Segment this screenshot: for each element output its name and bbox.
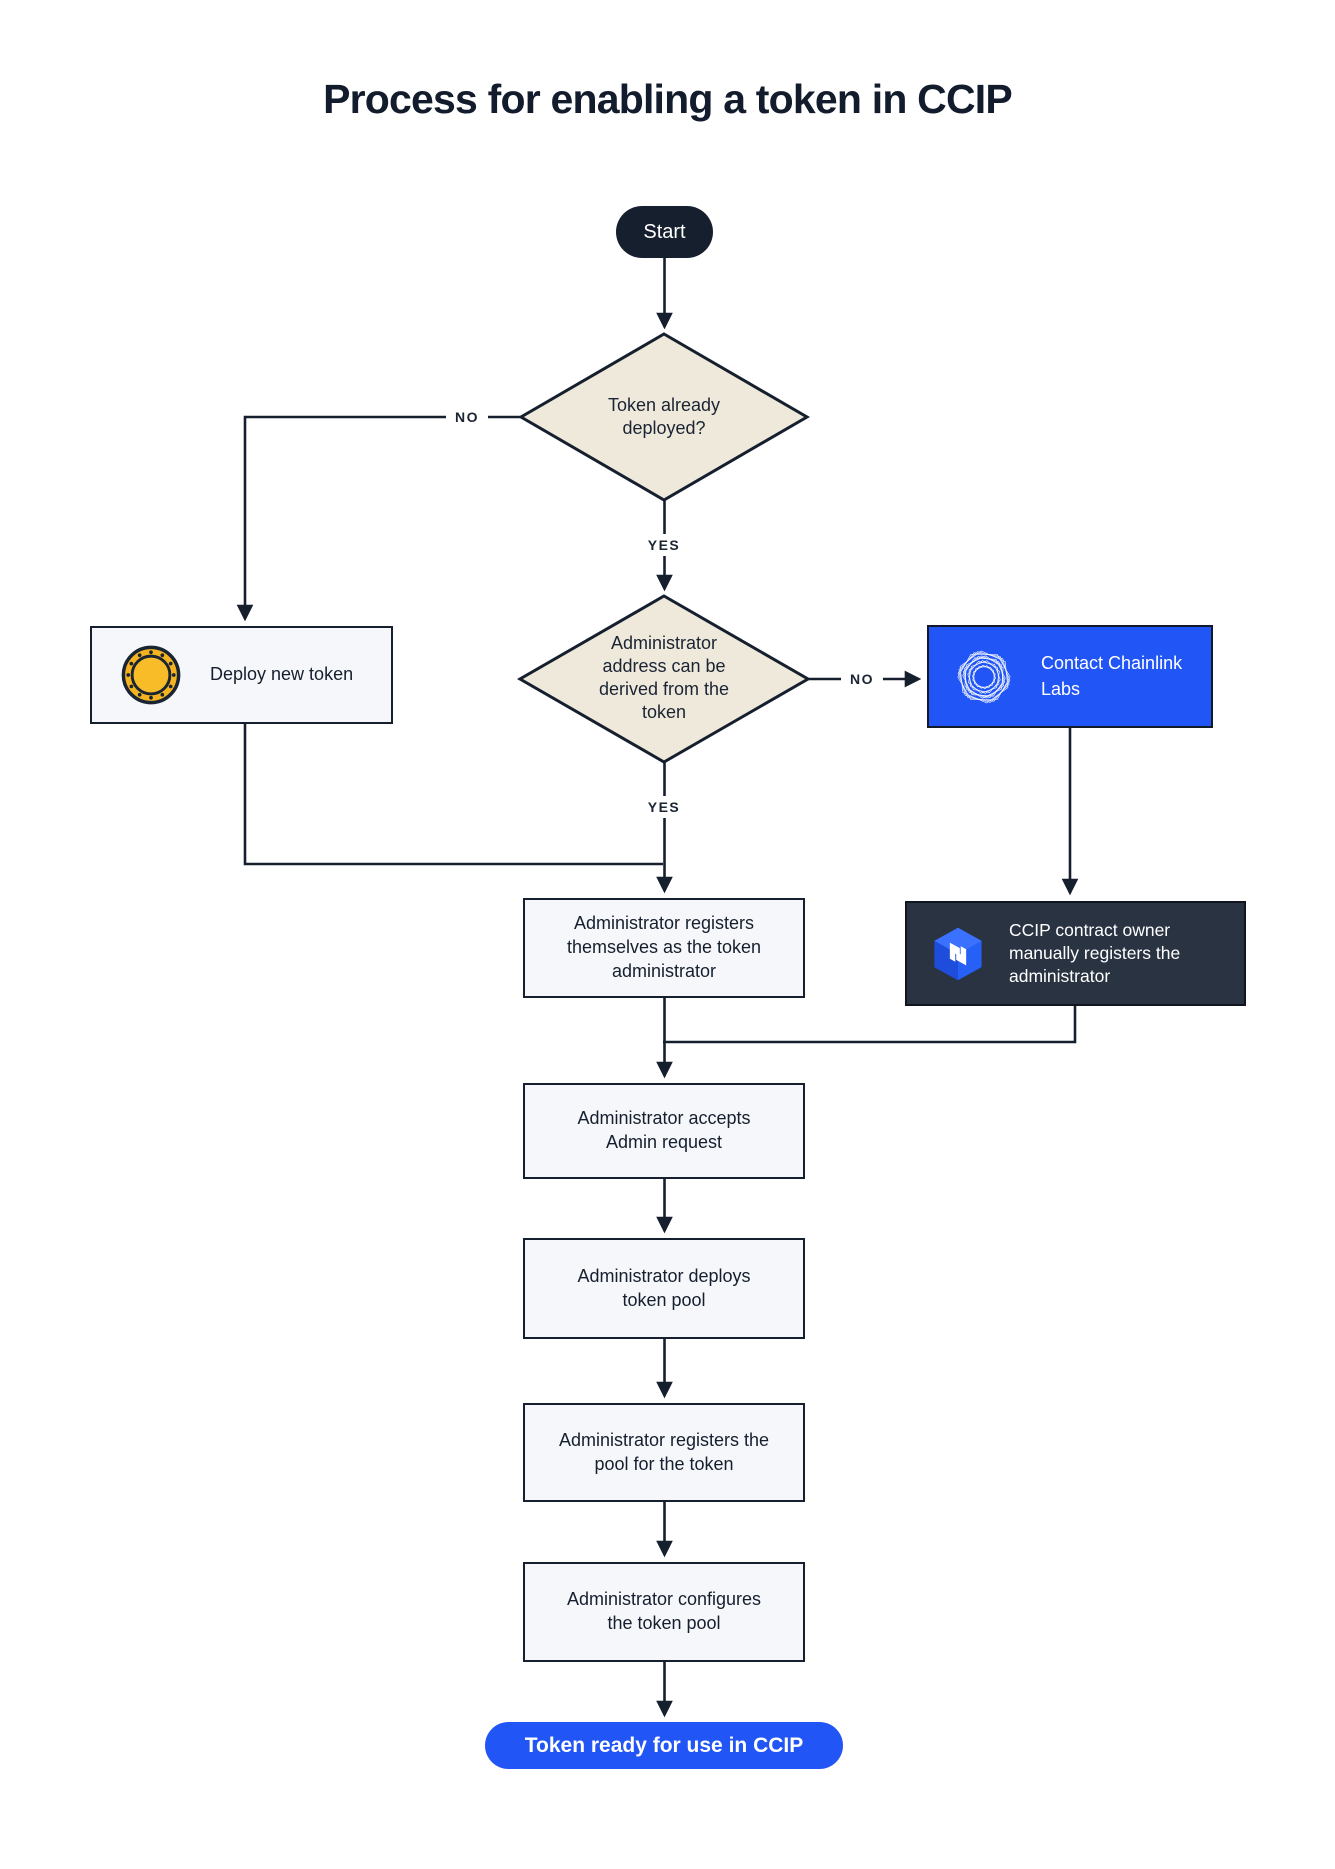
process-accept-request: Administrator accepts Admin request [523,1083,805,1179]
end-node-token-ready: Token ready for use in CCIP [485,1722,843,1769]
accept-request-label: Administrator accepts Admin request [577,1108,751,1152]
page-title: Process for enabling a token in CCIP [323,76,1013,122]
process-contact-chainlink-labs: Contact Chainlink Labs [927,625,1213,728]
start-label: Start [643,220,686,243]
ccip-cube-logo [934,927,982,980]
edge-label-derivable-yes: YES [638,796,690,818]
process-register-self: Administrator registers themselves as th… [523,898,805,998]
chainlink-labs-swirl-logo [957,650,1011,703]
start-node: Start [616,206,713,258]
decision-admin-derivable-label: Administrator address can be derived fro… [598,633,730,723]
deploy-new-token-label: Deploy new token [210,664,354,685]
connector-deploy-to-merge [243,724,663,866]
process-manual-register: CCIP contract owner manually registers t… [905,901,1246,1006]
process-deploy-new-token: Deploy new token [90,626,393,724]
edge-label-derivable-no: NO [841,668,883,690]
decision-token-deployed-label: Token already deployed? [607,395,721,439]
gold-coin-icon [121,645,181,705]
configure-pool-label: Administrator configures the token pool [566,1589,762,1633]
process-deploy-pool: Administrator deploys token pool [523,1238,805,1339]
edge-label-deployed-no: NO [446,406,488,428]
register-self-label: Administrator registers themselves as th… [566,913,762,981]
decision-token-deployed-shape [518,332,810,502]
deploy-pool-label: Administrator deploys token pool [577,1265,751,1310]
token-ready-label: Token ready for use in CCIP [524,1733,804,1757]
process-register-pool: Administrator registers the pool for the… [523,1403,805,1502]
connector-decision1-no-to-deploy [236,415,524,622]
contact-chainlink-labs-label: Contact Chainlink Labs [1041,653,1183,699]
process-configure-pool: Administrator configures the token pool [523,1562,805,1662]
manual-register-label: CCIP contract owner manually registers t… [1009,919,1181,987]
connector-manual-to-merge [663,1006,1077,1044]
decision-admin-derivable-shape [516,594,812,764]
edge-label-deployed-yes: YES [638,534,690,556]
register-pool-label: Administrator registers the pool for the… [558,1429,770,1474]
